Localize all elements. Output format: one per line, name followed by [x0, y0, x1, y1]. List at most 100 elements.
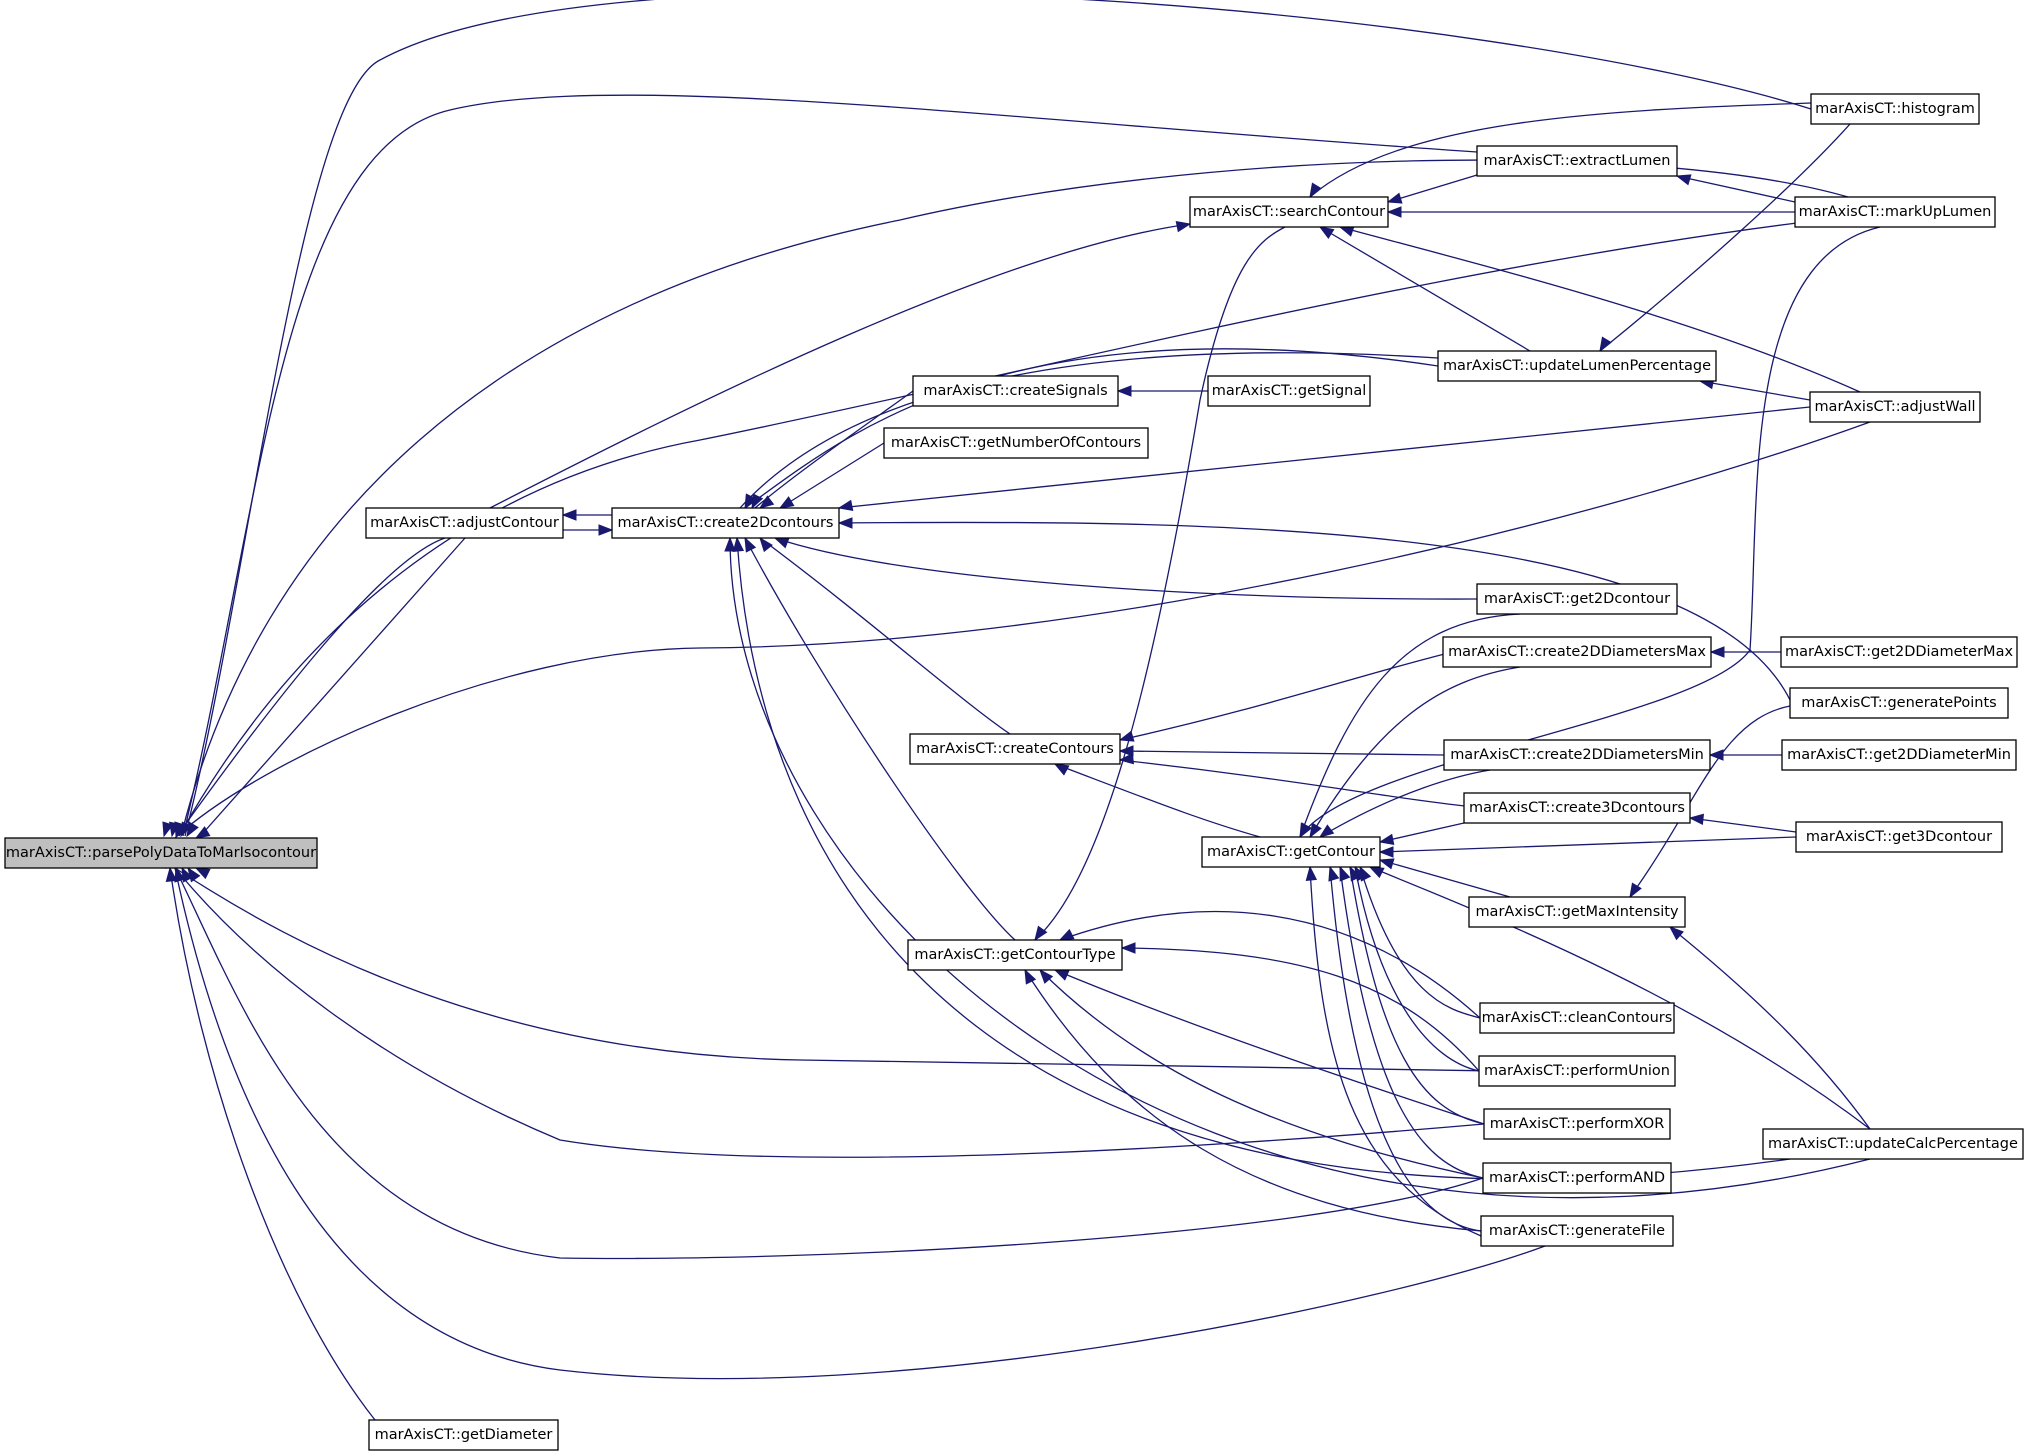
- node-adjustWall[interactable]: marAxisCT::adjustWall: [1809, 391, 1981, 423]
- node-box[interactable]: [1476, 583, 1678, 615]
- arrowhead: [1116, 385, 1132, 397]
- node-label: marAxisCT::generatePoints: [1801, 695, 1996, 711]
- call-edge: [1054, 763, 1261, 838]
- node-getContour[interactable]: marAxisCT::getContour: [1201, 836, 1381, 868]
- node-performXOR[interactable]: marAxisCT::performXOR: [1483, 1108, 1671, 1140]
- node-updateLumenPercentage[interactable]: marAxisCT::updateLumenPercentage: [1437, 350, 1717, 382]
- node-get2DDiameterMax[interactable]: marAxisCT::get2DDiameterMax: [1780, 636, 2018, 668]
- call-edge: [1689, 817, 1797, 833]
- arrowhead: [778, 496, 795, 509]
- call-edge: [1676, 175, 1796, 203]
- node-createSignals[interactable]: marAxisCT::createSignals: [912, 375, 1119, 407]
- node-performUnion[interactable]: marAxisCT::performUnion: [1478, 1055, 1676, 1087]
- call-edge: [1119, 759, 1485, 809]
- node-box[interactable]: [1442, 636, 1712, 668]
- node-box[interactable]: [1480, 1215, 1674, 1247]
- node-box[interactable]: [4, 837, 318, 869]
- arrowhead: [744, 536, 757, 553]
- call-edge: [759, 537, 1011, 735]
- node-root[interactable]: marAxisCT::parsePolyDataToMarIsocontour: [4, 837, 318, 869]
- node-getDiameter[interactable]: marAxisCT::getDiameter: [368, 1419, 559, 1451]
- node-updateCalcPercentage[interactable]: marAxisCT::updateCalcPercentage: [1762, 1128, 2024, 1160]
- node-label: marAxisCT::create2DDiametersMin: [1450, 747, 1704, 763]
- node-box[interactable]: [1201, 836, 1381, 868]
- node-label: marAxisCT::adjustContour: [370, 515, 559, 531]
- arrowhead: [1668, 926, 1684, 941]
- node-box[interactable]: [368, 1419, 559, 1451]
- node-box[interactable]: [883, 427, 1149, 459]
- arrowhead: [1034, 925, 1048, 942]
- arrowhead: [1024, 968, 1037, 985]
- node-performAND[interactable]: marAxisCT::performAND: [1482, 1162, 1672, 1194]
- node-box[interactable]: [909, 733, 1121, 765]
- call-edge: [1059, 910, 1481, 1019]
- arrowhead: [837, 499, 854, 511]
- node-cleanContours[interactable]: marAxisCT::cleanContours: [1479, 1002, 1675, 1034]
- node-box[interactable]: [1463, 792, 1691, 824]
- node-label: marAxisCT::get2Dcontour: [1484, 591, 1670, 607]
- node-box[interactable]: [1780, 636, 2018, 668]
- node-box[interactable]: [1809, 391, 1981, 423]
- arrowhead: [561, 509, 577, 521]
- node-histogram[interactable]: marAxisCT::histogram: [1810, 93, 1980, 125]
- arrowhead: [1309, 822, 1322, 839]
- node-box[interactable]: [1189, 196, 1389, 228]
- node-create2DDiametersMin[interactable]: marAxisCT::create2DDiametersMin: [1443, 739, 1711, 771]
- node-box[interactable]: [611, 507, 840, 539]
- node-box[interactable]: [365, 507, 564, 539]
- node-createContours[interactable]: marAxisCT::createContours: [909, 733, 1121, 765]
- node-box[interactable]: [1482, 1162, 1672, 1194]
- node-box[interactable]: [1762, 1128, 2024, 1160]
- node-getSignal[interactable]: marAxisCT::getSignal: [1207, 375, 1371, 407]
- arrowhead: [194, 867, 211, 880]
- call-edge: [174, 421, 1871, 839]
- node-getNumberOfContours[interactable]: marAxisCT::getNumberOfContours: [883, 427, 1149, 459]
- node-markUpLumen[interactable]: marAxisCT::markUpLumen: [1794, 196, 1996, 228]
- call-edge: [1299, 226, 1881, 838]
- node-adjustContour[interactable]: marAxisCT::adjustContour: [365, 507, 564, 539]
- node-box[interactable]: [1207, 375, 1371, 407]
- node-box[interactable]: [907, 939, 1123, 971]
- node-box[interactable]: [1794, 196, 1996, 228]
- node-generateFile[interactable]: marAxisCT::generateFile: [1480, 1215, 1674, 1247]
- node-extractLumen[interactable]: marAxisCT::extractLumen: [1476, 145, 1678, 177]
- node-box[interactable]: [1479, 1002, 1675, 1034]
- node-getMaxIntensity[interactable]: marAxisCT::getMaxIntensity: [1468, 896, 1686, 928]
- node-box[interactable]: [1795, 821, 2003, 853]
- node-generatePoints[interactable]: marAxisCT::generatePoints: [1789, 687, 2009, 719]
- node-get2DDiameterMin[interactable]: marAxisCT::get2DDiameterMin: [1781, 739, 2017, 771]
- call-edge: [169, 867, 376, 1421]
- node-getContourType[interactable]: marAxisCT::getContourType: [907, 939, 1123, 971]
- node-box[interactable]: [1781, 739, 2017, 771]
- arrowhead: [1039, 968, 1054, 984]
- node-create3Dcontours[interactable]: marAxisCT::create3Dcontours: [1463, 792, 1691, 824]
- arrowhead: [1339, 865, 1351, 882]
- node-get3Dcontour[interactable]: marAxisCT::get3Dcontour: [1795, 821, 2003, 853]
- node-get2Dcontour[interactable]: marAxisCT::get2Dcontour: [1476, 583, 1678, 615]
- node-box[interactable]: [1468, 896, 1686, 928]
- node-create2Dcontours[interactable]: marAxisCT::create2Dcontours: [611, 507, 840, 539]
- call-edge: [178, 211, 1896, 837]
- arrowhead: [1709, 646, 1725, 658]
- arrowhead: [773, 537, 790, 549]
- node-searchContour[interactable]: marAxisCT::searchContour: [1189, 196, 1389, 228]
- call-edge: [1387, 174, 1478, 203]
- call-edges: [162, 0, 1896, 1421]
- node-label: marAxisCT::performUnion: [1484, 1063, 1670, 1079]
- node-box[interactable]: [912, 375, 1119, 407]
- node-label: marAxisCT::get2DDiameterMax: [1785, 644, 2014, 660]
- node-box[interactable]: [1443, 739, 1711, 771]
- call-edge: [729, 537, 1871, 1199]
- node-box[interactable]: [1789, 687, 2009, 719]
- node-box[interactable]: [1437, 350, 1717, 382]
- node-label: marAxisCT::markUpLumen: [1799, 204, 1992, 220]
- node-label: marAxisCT::extractLumen: [1484, 153, 1671, 169]
- node-box[interactable]: [1810, 93, 1980, 125]
- call-edge: [1121, 947, 1480, 1072]
- arrowhead: [1349, 865, 1362, 882]
- node-box[interactable]: [1483, 1108, 1671, 1140]
- node-box[interactable]: [1478, 1055, 1676, 1087]
- node-box[interactable]: [1476, 145, 1678, 177]
- node-create2DDiametersMax[interactable]: marAxisCT::create2DDiametersMax: [1442, 636, 1712, 668]
- call-edge: [736, 537, 1791, 1180]
